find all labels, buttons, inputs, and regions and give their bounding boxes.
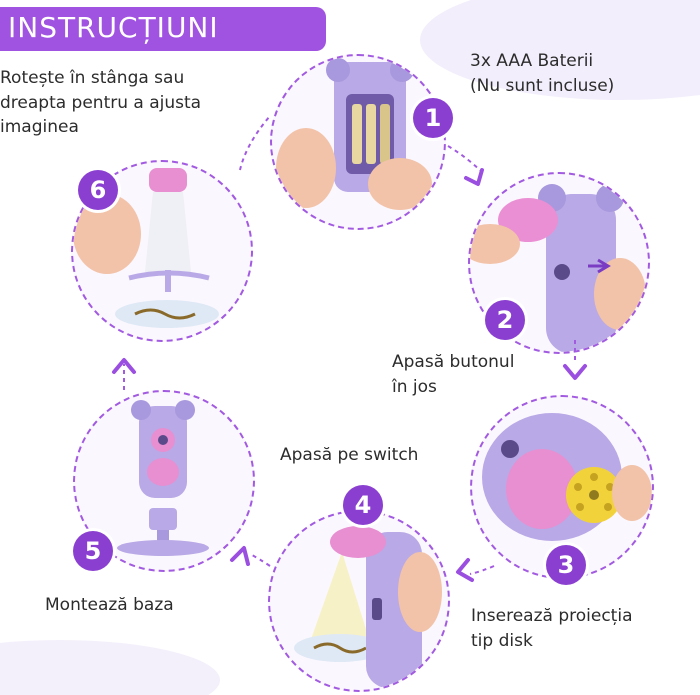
adjust-image-illustration <box>73 168 219 328</box>
arrow-2-to-3 <box>563 340 587 380</box>
step-5-text: Montează baza <box>45 595 174 615</box>
switch-on-illustration <box>294 526 442 688</box>
step-4-image <box>268 510 450 692</box>
battery-insert-illustration <box>276 58 432 210</box>
title-banner: INSTRUCȚIUNI <box>0 7 326 51</box>
press-button-illustration <box>470 184 646 352</box>
arrow-6-to-1 <box>239 115 271 171</box>
step-3-text: Inserează proiecția tip disk <box>471 606 633 651</box>
step-2-text: Apasă butonul în jos <box>392 352 515 397</box>
arrow-1-to-2 <box>447 145 485 186</box>
step-5-badge: 5 <box>73 531 113 571</box>
insert-disk-illustration <box>482 413 652 541</box>
mount-base-illustration <box>117 400 209 556</box>
step-3-badge: 3 <box>546 545 586 585</box>
arrow-4-to-5 <box>230 546 271 567</box>
step-4-text: Apasă pe switch <box>280 445 419 465</box>
step-4-badge: 4 <box>343 485 383 525</box>
step-1-badge: 1 <box>413 98 453 138</box>
page-title: INSTRUCȚIUNI <box>8 11 219 44</box>
step-1-text: 3x AAA Baterii (Nu sunt incluse) <box>470 51 615 96</box>
step-6-text: Rotește în stânga sau dreapta pentru a a… <box>0 68 202 138</box>
arrow-3-to-4 <box>456 558 495 582</box>
step-3-image <box>470 395 654 579</box>
step-2-badge: 2 <box>485 300 525 340</box>
step-6-badge: 6 <box>78 170 118 210</box>
arrow-5-to-6 <box>112 358 136 390</box>
step-1-image <box>270 54 446 230</box>
